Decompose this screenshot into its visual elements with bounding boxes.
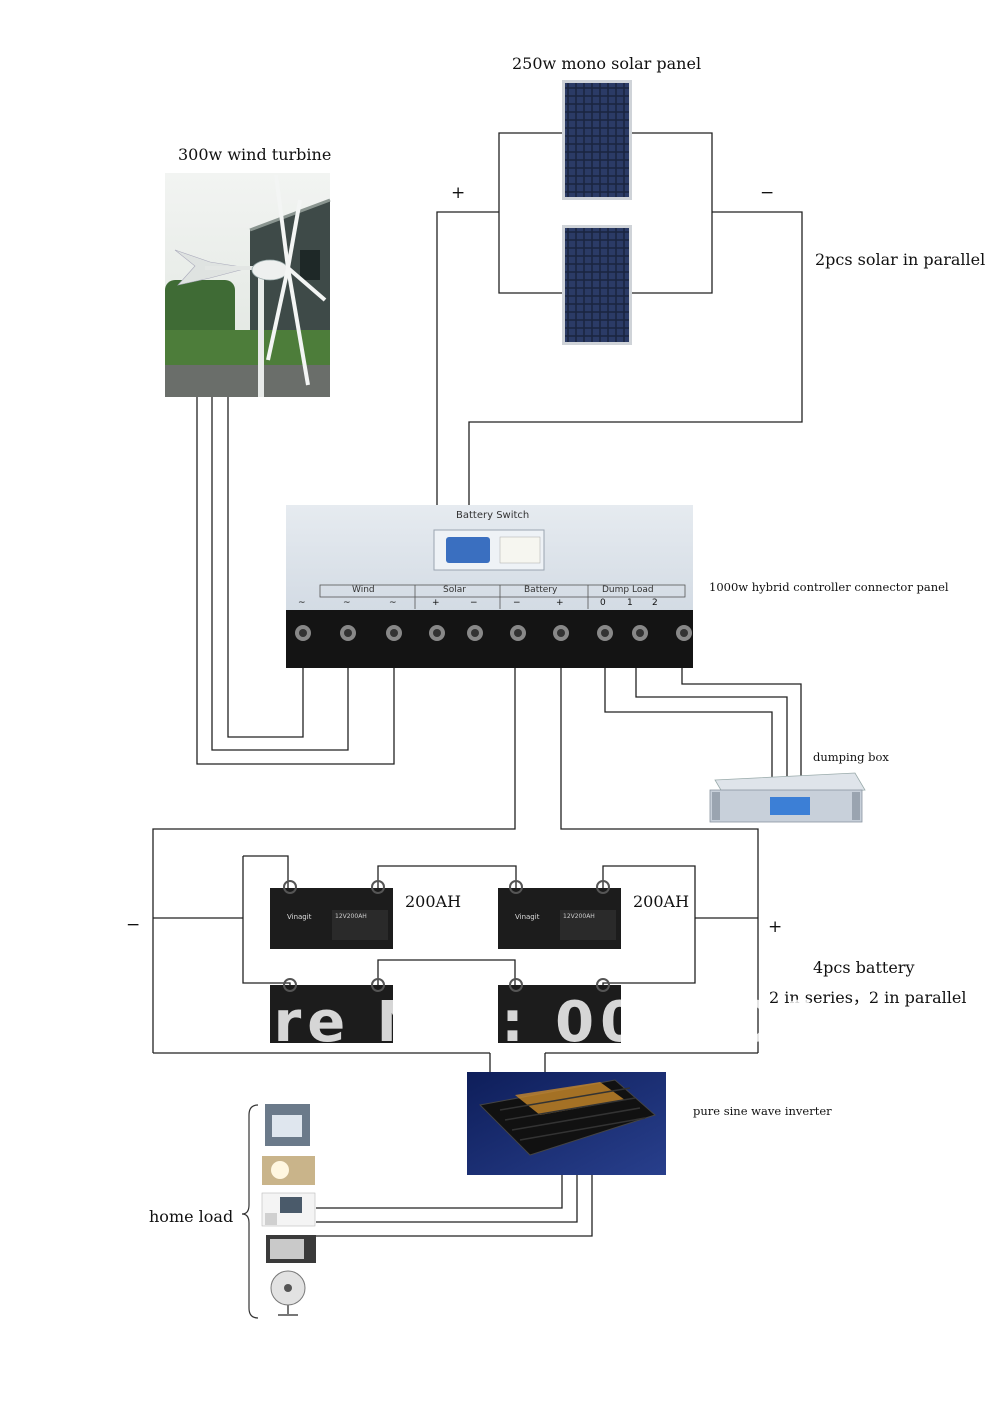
lamp-icon [262,1156,315,1185]
battery-count-label: 4pcs battery [813,958,915,977]
solar-plus-sign: + [451,183,466,203]
battery-2-spec: 12V200AH [563,913,595,920]
dumping-box [709,772,866,823]
solar-parallel-label: 2pcs solar in parallel [815,250,986,269]
inverter [467,1072,666,1175]
terminal-1: ~ [298,598,306,608]
controller-label: 1000w hybrid controller connector panel [709,580,949,594]
dump-wire-3 [681,640,802,780]
wind-wire-2 [211,396,349,751]
terminal-9: 1 [627,598,633,608]
solar-negative-wire [468,211,803,618]
battery-b-label: 200AH [633,892,690,911]
bank-minus-sign: − [126,915,141,935]
battery-negative-wire [152,628,516,1053]
bat-link-3 [377,865,517,890]
terminal-8: 0 [600,598,606,608]
battery-a-label: 200AH [405,892,462,911]
group-wind: Wind [352,585,375,595]
battery-2 [498,880,621,949]
battery-1-brand: Vinagit [287,913,312,921]
solar-positive-wire [436,211,499,618]
terminal-10: 2 [652,598,658,608]
battery-2-brand: Vinagit [515,913,540,921]
dump-wire-2 [635,640,788,780]
bank-plus-sign: + [768,917,783,937]
terminal-screws [295,625,692,641]
computer-icon [261,1192,316,1227]
group-battery: Battery [524,585,558,595]
wind-wire-1 [227,396,304,738]
solar-parallel-frame [498,132,713,294]
battery-4 [498,978,621,1043]
load-wire-3 [316,1155,593,1237]
bat-link-1 [243,855,289,890]
terminal-4: + [432,598,440,608]
load-wire-2 [316,1155,578,1223]
load-bracket [241,1104,259,1319]
battery-3 [270,978,393,1043]
wind-wire-3 [196,396,395,765]
home-load-label: home load [149,1207,234,1226]
bat-link-4 [377,959,516,995]
solar-panel-top [562,80,632,200]
battery-1-spec: 12V200AH [335,913,367,920]
wires [152,132,803,1237]
inverter-label: pure sine wave inverter [693,1104,832,1118]
controller-panel [286,505,693,668]
battery-switch-label: Battery Switch [456,510,530,521]
battery-1 [270,880,393,949]
solar-panel-label: 250w mono solar panel [512,54,702,73]
watermark: Store No.: 000000 [150,990,825,1055]
terminal-2: ~ [343,598,351,608]
wind-turbine-photo [165,173,331,397]
solar-panel-bottom [562,225,632,345]
battery-positive-wire [560,628,759,1053]
terminal-5: − [470,598,478,608]
terminal-7: + [556,598,564,608]
group-dump-load: Dump Load [602,585,654,595]
terminal-3: ~ [389,598,397,608]
dump-wire-1 [604,640,773,780]
fan-icon [270,1270,306,1316]
terminal-6: − [513,598,521,608]
group-solar: Solar [443,585,466,595]
solar-minus-sign: − [760,183,775,203]
tv-icon [266,1235,316,1263]
wind-turbine-label: 300w wind turbine [178,145,332,164]
printer-icon [265,1104,310,1146]
dumping-box-label: dumping box [813,750,889,764]
battery-config-label: 2 in series，2 in parallel [769,988,967,1007]
terminal-block [286,610,693,668]
